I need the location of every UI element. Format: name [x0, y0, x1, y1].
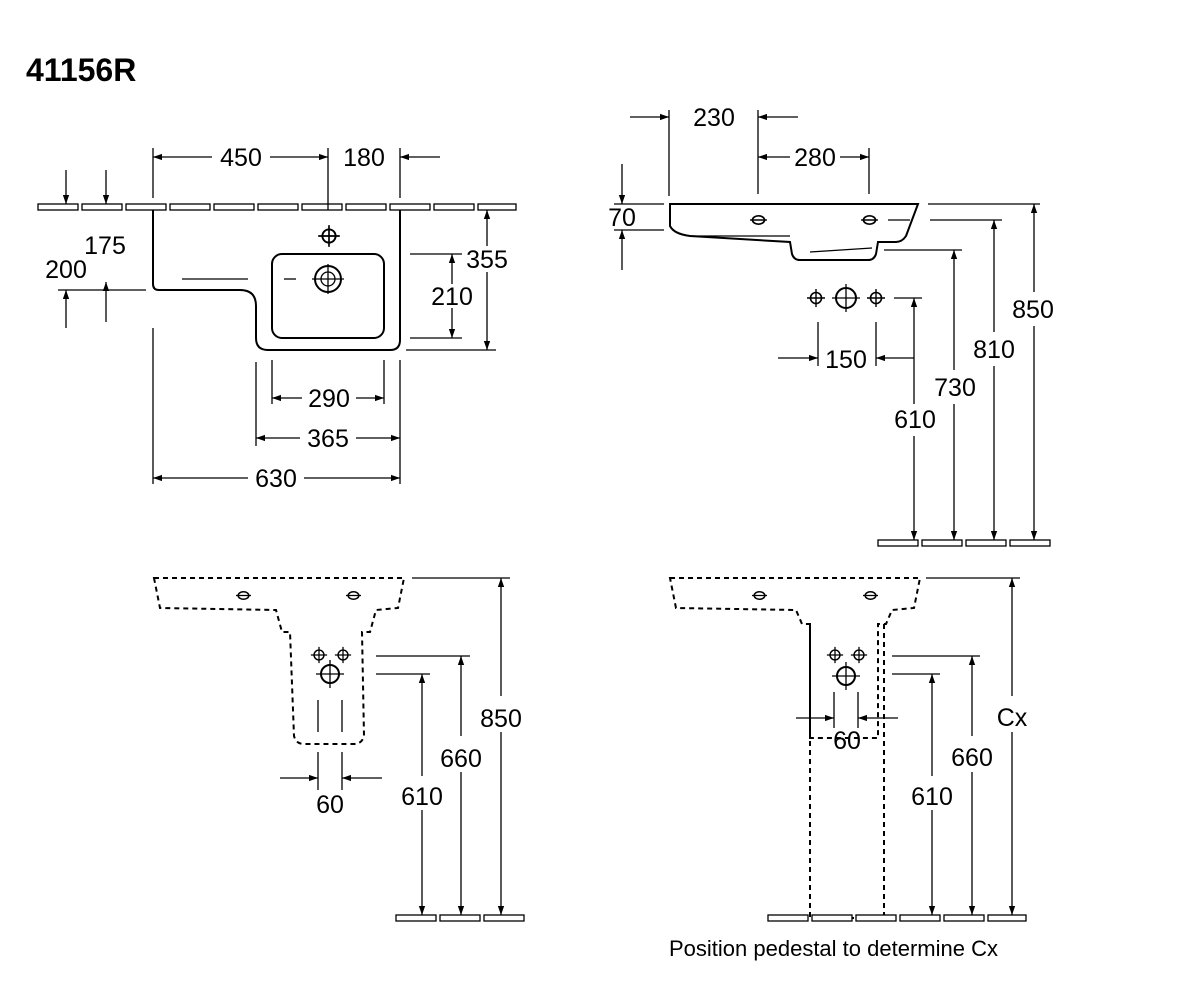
dim-365: 365 — [307, 425, 349, 453]
tap-hole-icon — [317, 224, 341, 248]
dim-660: 660 — [440, 745, 482, 773]
basin-outline-front — [669, 203, 920, 261]
dim-200: 200 — [45, 256, 87, 284]
dim-730: 730 — [934, 374, 976, 402]
floor-tiles-front — [877, 539, 1051, 547]
dim-70: 70 — [608, 204, 636, 232]
basin-silhouette-dashed — [668, 577, 922, 739]
dim-280: 280 — [794, 144, 836, 172]
dim-850: 850 — [480, 705, 522, 733]
dim-850: 850 — [1012, 296, 1054, 324]
dim-290: 290 — [308, 385, 350, 413]
mixer-tap-cross-icon — [826, 646, 868, 690]
plan-view: 450 180 175 200 355 210 290 365 630 — [37, 144, 517, 493]
installation-view-right: 60 610 660 Cx — [668, 577, 1028, 922]
dim-230: 230 — [693, 104, 735, 132]
basin-silhouette-dashed — [152, 577, 406, 745]
dim-610: 610 — [911, 783, 953, 811]
pedestal-note: Position pedestal to determine Cx — [669, 936, 998, 961]
dim-610: 610 — [894, 406, 936, 434]
dim-60: 60 — [833, 727, 861, 755]
mixer-tap-cross-icon — [806, 284, 886, 312]
page-title: 41156R — [26, 52, 137, 88]
wall-tiles-plan — [37, 203, 517, 211]
floor-tiles-left — [395, 914, 525, 922]
dim-450: 450 — [220, 144, 262, 172]
dim-210: 210 — [431, 283, 473, 311]
dim-810: 810 — [973, 336, 1015, 364]
tap-hole-icon — [752, 590, 767, 601]
front-elevation: 230 280 70 150 610 730 810 850 — [608, 104, 1054, 547]
dim-610: 610 — [401, 783, 443, 811]
tap-hole-icon — [236, 590, 251, 601]
dim-60: 60 — [316, 791, 344, 819]
dim-150: 150 — [825, 346, 867, 374]
basin-outline-plan — [152, 210, 401, 351]
dim-cx: Cx — [997, 704, 1028, 732]
tap-hole-icon — [863, 590, 878, 601]
tap-hole-icon — [346, 590, 361, 601]
mixer-tap-cross-icon — [310, 646, 352, 688]
tap-hole-icon — [750, 214, 767, 226]
dim-660: 660 — [951, 744, 993, 772]
installation-view-left: 60 610 660 850 — [152, 577, 525, 922]
dim-180: 180 — [343, 144, 385, 172]
dim-175: 175 — [84, 232, 126, 260]
bowl-outline — [271, 253, 385, 339]
dim-355: 355 — [466, 246, 508, 274]
tap-hole-icon — [861, 214, 878, 226]
dim-630: 630 — [255, 465, 297, 493]
floor-tiles-right — [767, 914, 1027, 922]
pedestal-dashed — [809, 624, 885, 919]
